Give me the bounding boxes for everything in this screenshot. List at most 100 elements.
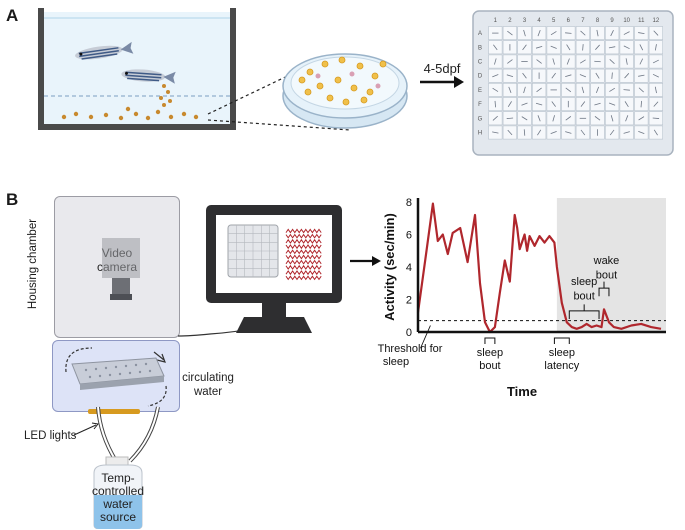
- larva-mark: [493, 44, 498, 51]
- plate-col-label: 4: [537, 18, 541, 24]
- larva-mark: [523, 129, 526, 136]
- larva-mark: [550, 31, 557, 36]
- larva-mark: [494, 58, 497, 65]
- threshold-label: Threshold for: [378, 343, 443, 355]
- sleep-bout-label: sleep: [477, 347, 503, 359]
- water-tubes: [73, 406, 160, 463]
- arrow-right-icon: [350, 256, 381, 266]
- larva-mark: [623, 31, 630, 35]
- larva-mark: [623, 89, 630, 91]
- larva-mark: [536, 59, 542, 64]
- larva-mark: [507, 129, 513, 136]
- mini-activity-trace: [285, 228, 322, 234]
- mini-activity-trace: [285, 244, 322, 250]
- panel-a-letter: A: [6, 6, 19, 25]
- larva-mark: [582, 44, 584, 51]
- larva-mark: [492, 74, 499, 78]
- larva-mark: [580, 129, 586, 136]
- plate-row-label: F: [478, 102, 482, 108]
- plate-col-label: 8: [596, 18, 600, 24]
- threshold-label: sleep: [383, 356, 409, 368]
- larva-mark: [638, 116, 645, 121]
- threshold-pointer: [420, 325, 431, 349]
- zebrafish-icon: [121, 69, 176, 84]
- petri-dish: [282, 53, 408, 129]
- mini-activity-trace: [285, 233, 322, 239]
- mini-activity-trace: [285, 254, 322, 260]
- arrow-right-icon: [420, 76, 464, 88]
- source-label-line4: source: [99, 510, 137, 524]
- larva-mark: [654, 86, 657, 94]
- sleep-latency-label: latency: [544, 360, 579, 372]
- age-label: 4-5dpf: [423, 61, 461, 76]
- larva-mark: [508, 86, 512, 94]
- source-label-line1: Temp-: [101, 471, 135, 485]
- mini-activity-trace: [285, 275, 322, 281]
- plate-col-label: 1: [494, 18, 498, 24]
- larva-mark: [506, 74, 514, 77]
- larva-mark: [624, 101, 629, 108]
- wake-bout-bracket: [598, 281, 610, 297]
- larva-mark: [550, 45, 557, 49]
- water-source-bottle: [93, 456, 143, 529]
- computer-monitor: [206, 205, 342, 333]
- larva-mark: [653, 101, 659, 107]
- source-label-line2: controlled: [91, 484, 145, 498]
- larva-mark: [566, 44, 571, 51]
- larva-mark: [580, 101, 586, 107]
- zebrafish-icon: [75, 41, 134, 60]
- larva-mark: [565, 74, 572, 77]
- larva-mark: [536, 87, 542, 93]
- larva-mark: [610, 30, 614, 37]
- plate-row-label: A: [478, 31, 482, 37]
- larva-mark: [492, 87, 499, 92]
- larva-mark: [521, 102, 528, 106]
- larva-mark: [522, 44, 527, 51]
- larva-mark: [566, 58, 570, 65]
- y-tick-label: 8: [406, 197, 412, 209]
- larva-mark: [609, 87, 616, 92]
- y-tick-label: 6: [406, 230, 412, 242]
- activity-line: [416, 202, 662, 334]
- larva-mark: [653, 129, 658, 136]
- larva-mark: [652, 117, 660, 119]
- plate-col-label: 3: [523, 18, 527, 24]
- larva-mark: [565, 116, 572, 121]
- mini-activity-trace: [285, 264, 322, 270]
- larva-mark: [611, 72, 613, 79]
- larva-mark: [652, 73, 659, 78]
- plate-in-bath: [65, 347, 167, 414]
- larva-mark: [535, 46, 543, 49]
- larva-mark: [492, 131, 499, 134]
- fish-tank: [38, 8, 236, 130]
- plate-row-label: C: [478, 60, 483, 66]
- plate-col-label: 12: [653, 18, 660, 24]
- plate-col-label: 5: [552, 18, 556, 24]
- larva-mark: [565, 32, 572, 34]
- plate-row-label: D: [478, 74, 483, 80]
- plate-col-label: 11: [638, 18, 645, 24]
- mini-activity-trace: [285, 270, 322, 276]
- larva-mark: [639, 44, 644, 51]
- larva-mark: [638, 87, 644, 93]
- sleep-bout-label: bout: [573, 291, 594, 303]
- mini-activity-trace: [285, 238, 322, 244]
- larva-mark: [625, 58, 628, 65]
- plate-col-label: 10: [623, 18, 630, 24]
- larva-mark: [654, 44, 657, 51]
- larva-mark: [595, 86, 600, 94]
- larva-mark: [609, 59, 615, 64]
- larva-mark: [535, 102, 543, 106]
- larva-mark: [581, 86, 585, 94]
- larva-mark: [624, 73, 630, 79]
- led-lights-label: LED lights: [24, 430, 77, 442]
- wake-bout-label: wake: [593, 255, 620, 267]
- y-axis-label: Activity (sec/min): [382, 213, 397, 321]
- larva-mark: [522, 72, 527, 79]
- larva-mark: [494, 100, 496, 108]
- y-tick-label: 0: [406, 327, 412, 339]
- larva-mark: [580, 30, 586, 36]
- larva-mark: [507, 101, 512, 108]
- plate-col-label: 6: [567, 18, 571, 24]
